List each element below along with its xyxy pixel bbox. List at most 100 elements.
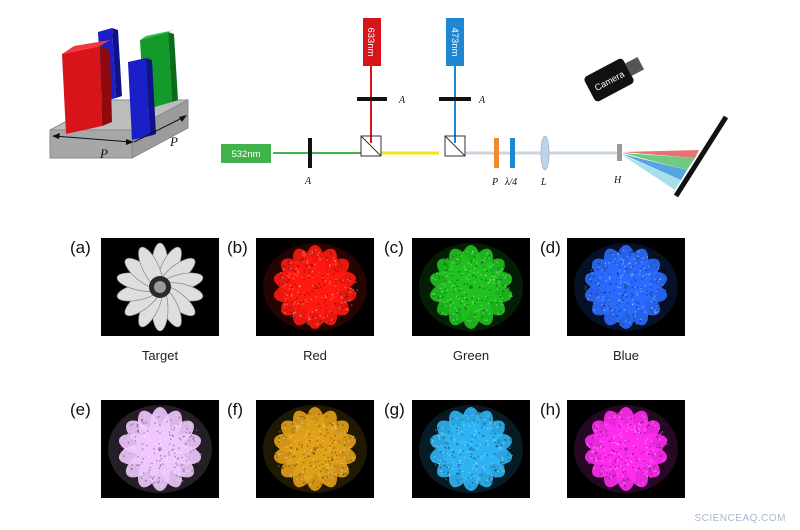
speckle xyxy=(327,456,329,459)
speckle xyxy=(434,464,437,466)
diffracted-cyan xyxy=(622,155,681,190)
speckle xyxy=(331,319,333,321)
speckle xyxy=(352,435,355,438)
speckle xyxy=(316,440,318,442)
speckle xyxy=(602,305,604,307)
speckle xyxy=(648,466,650,468)
speckle xyxy=(154,422,156,424)
speckle xyxy=(322,279,324,281)
speckle xyxy=(632,453,634,455)
speckle xyxy=(175,475,178,477)
speckle xyxy=(292,431,294,433)
speckle xyxy=(601,476,603,478)
speckle xyxy=(320,286,322,288)
speckle xyxy=(453,456,456,458)
speckle xyxy=(296,274,298,277)
speckle xyxy=(633,420,635,423)
speckle xyxy=(442,312,444,314)
speckle xyxy=(484,257,486,259)
speckle xyxy=(313,451,315,454)
speckle xyxy=(461,478,463,480)
speckle xyxy=(473,449,475,451)
speckle xyxy=(343,473,345,476)
speckle xyxy=(621,299,623,301)
speckle xyxy=(651,307,653,309)
speckle xyxy=(145,476,147,478)
speckle xyxy=(462,470,464,472)
flower-image xyxy=(263,243,367,331)
speckle xyxy=(341,469,343,471)
speckle xyxy=(327,273,329,275)
speckle xyxy=(486,453,488,456)
speckle xyxy=(184,428,186,430)
speckle xyxy=(179,437,181,439)
speckle xyxy=(299,416,302,418)
speckle xyxy=(343,449,345,451)
speckle xyxy=(324,299,327,301)
speckle xyxy=(591,458,593,460)
speckle xyxy=(649,316,651,318)
speckle xyxy=(609,465,612,468)
speckle xyxy=(459,464,461,466)
speckle xyxy=(290,475,292,477)
speckle xyxy=(625,290,627,293)
speckle xyxy=(497,267,500,270)
speckle xyxy=(647,273,650,276)
speckle xyxy=(659,278,661,280)
speckle xyxy=(456,295,458,298)
speckle xyxy=(168,443,171,446)
speckle xyxy=(597,313,599,316)
speckle xyxy=(337,423,339,426)
speckle xyxy=(345,308,347,311)
speckle xyxy=(604,267,606,270)
speckle xyxy=(617,263,620,265)
speckle xyxy=(441,433,444,435)
speckle xyxy=(335,419,338,421)
speckle xyxy=(305,302,308,305)
speckle xyxy=(633,258,635,260)
speckle xyxy=(325,305,327,307)
speckle xyxy=(460,431,463,433)
speckle xyxy=(607,297,609,299)
speckle xyxy=(437,297,439,299)
speckle xyxy=(499,423,502,425)
speckle xyxy=(330,437,332,439)
speckle xyxy=(349,278,351,281)
speckle xyxy=(279,431,281,433)
speckle xyxy=(461,441,463,443)
speckle xyxy=(279,272,282,274)
speckle xyxy=(622,263,624,265)
laser-633 xyxy=(363,18,381,66)
speckle xyxy=(614,465,617,468)
speckle xyxy=(185,446,187,448)
speckle xyxy=(493,440,495,442)
speckle xyxy=(446,268,449,271)
speckle xyxy=(300,315,302,317)
speckle xyxy=(307,274,310,277)
speckle xyxy=(473,434,476,436)
speckle xyxy=(168,451,170,454)
speckle xyxy=(138,464,140,466)
flower-image xyxy=(574,243,678,331)
speckle xyxy=(134,459,136,461)
speckle xyxy=(288,264,290,266)
speckle xyxy=(612,475,614,478)
speckle xyxy=(302,257,304,259)
speckle xyxy=(612,452,614,454)
speckle xyxy=(617,320,619,323)
speckle xyxy=(595,459,597,462)
speckle xyxy=(153,448,155,450)
speckle xyxy=(646,256,648,258)
speckle xyxy=(620,277,622,279)
speckle xyxy=(470,264,472,266)
speckle xyxy=(157,461,160,463)
speckle xyxy=(656,446,658,449)
speckle xyxy=(634,447,637,449)
speckle xyxy=(466,298,468,301)
speckle xyxy=(295,268,297,270)
speckle xyxy=(627,478,630,480)
speckle xyxy=(138,419,140,421)
speckle xyxy=(455,417,457,419)
speckle xyxy=(510,292,512,294)
speckle xyxy=(349,446,351,448)
